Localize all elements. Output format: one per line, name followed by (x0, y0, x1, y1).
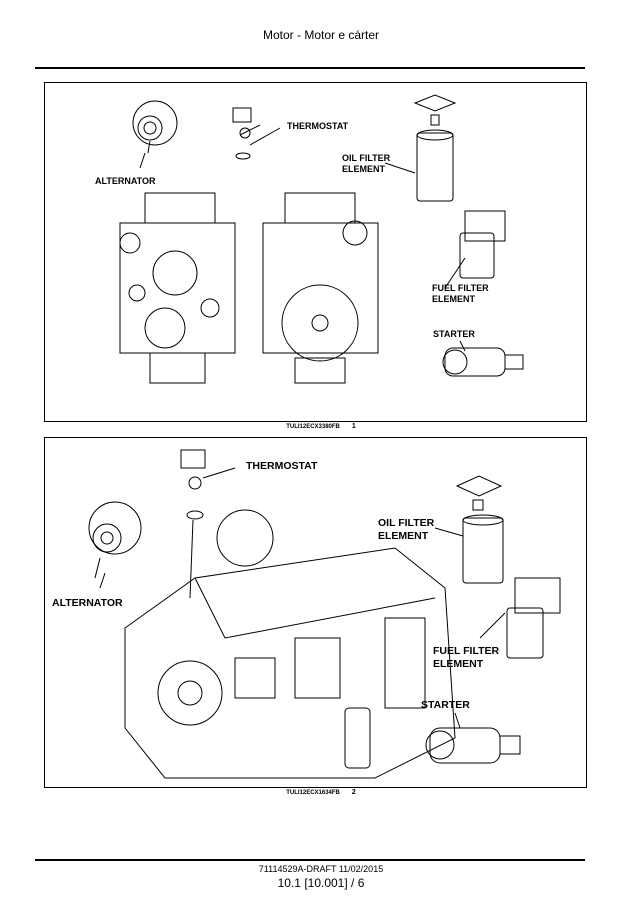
label-alternator: ALTERNATOR (52, 597, 123, 609)
label-fuel-filter: FUEL FILTER ELEMENT (433, 645, 500, 670)
engine-front-rear-illustration (119, 94, 524, 384)
engine-isometric-illustration (88, 449, 561, 779)
page-header: Motor - Motor e cárter (262, 28, 380, 42)
label-oil-filter: OIL FILTER ELEMENT (378, 517, 435, 542)
label-thermostat: THERMOSTAT (246, 460, 318, 472)
alternator-part (132, 100, 178, 154)
engine-isometric (124, 509, 456, 779)
figure-1: ALTERNATOR THERMOSTAT OIL FILTER ELEMENT… (44, 82, 587, 422)
thermostat-part (232, 107, 281, 160)
figure-number: 2 (351, 789, 356, 796)
figure-code: TULI12ECX3380FB (286, 424, 340, 430)
figure-2-caption: TULI12ECX1634FB 2 (0, 789, 642, 796)
label-fuel-filter: FUEL FILTER ELEMENT (432, 283, 489, 304)
figure-number: 1 (351, 423, 356, 430)
figure-1-caption: TULI12ECX3380FB 1 (0, 423, 642, 430)
label-starter: STARTER (421, 699, 470, 711)
label-oil-filter: OIL FILTER ELEMENT (342, 153, 391, 174)
fuel-filter-part (506, 577, 561, 659)
label-alternator: ALTERNATOR (95, 176, 156, 186)
footer-page-number: 10.1 [10.001] / 6 (277, 876, 365, 890)
figure-2: ALTERNATOR THERMOSTAT OIL FILTER ELEMENT… (44, 437, 587, 788)
engine-front-view (119, 192, 236, 384)
alternator-part (88, 501, 142, 579)
fuel-filter-part (459, 210, 506, 279)
figure-code: TULI12ECX1634FB (286, 790, 340, 796)
label-thermostat: THERMOSTAT (287, 121, 349, 131)
thermostat-part (180, 449, 236, 599)
starter-part (442, 347, 524, 377)
oil-filter-part (413, 94, 457, 202)
label-starter: STARTER (433, 329, 475, 339)
footer-rule (35, 859, 585, 861)
starter-part (425, 727, 521, 764)
footer-doc-id: 71114529A-DRAFT 11/02/2015 (258, 864, 384, 874)
engine-rear-view (262, 192, 379, 384)
oil-filter-part (455, 475, 504, 584)
header-rule (35, 67, 585, 69)
